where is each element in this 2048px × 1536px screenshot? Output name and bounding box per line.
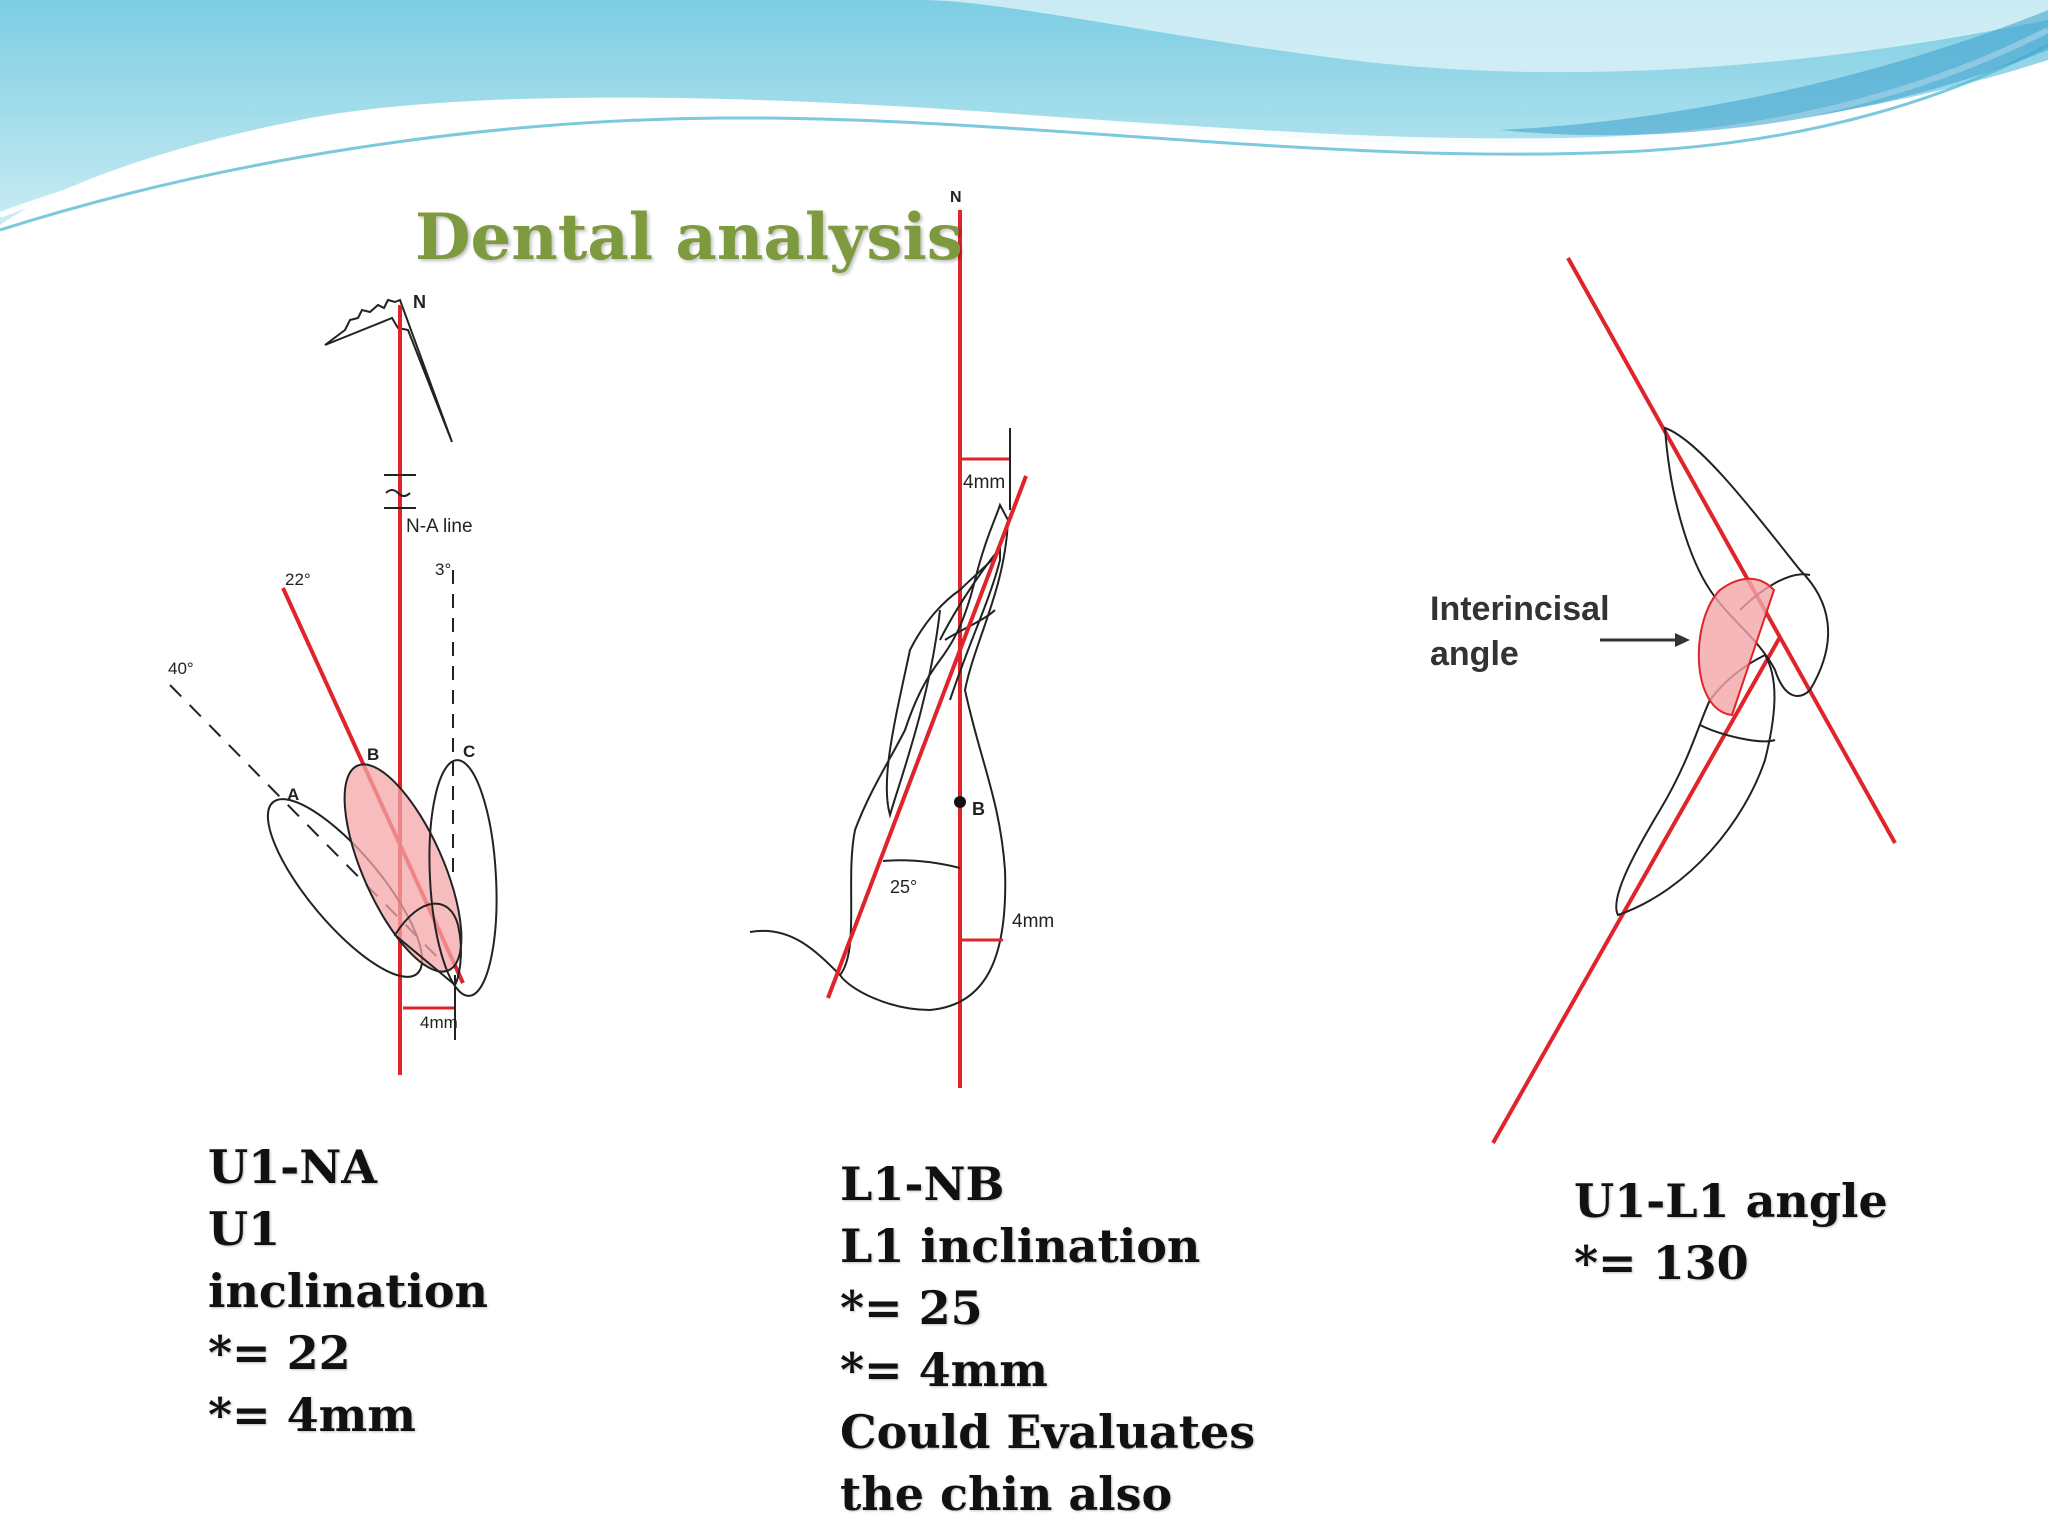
caption-l1-nb: L1-NB L1 inclination *= 25 *= 4mm Could … xyxy=(840,1153,1255,1525)
caption-line: *= 22 xyxy=(208,1326,351,1380)
label-40-degree: 40° xyxy=(168,659,194,678)
l1-axis-line xyxy=(1491,636,1782,1144)
caption-line: *= 4mm xyxy=(840,1343,1048,1397)
label-25-degree: 25° xyxy=(890,877,917,897)
caption-line: Could Evaluates xyxy=(840,1405,1256,1459)
label-n2: N xyxy=(950,189,962,206)
l1-axis-line xyxy=(826,475,1028,999)
caption-line: L1-NB xyxy=(840,1157,1005,1211)
interincisal-angle-fill xyxy=(1697,577,1776,717)
caption-line: *= 4mm xyxy=(208,1388,416,1442)
label-c: C xyxy=(463,742,475,761)
caption-line: U1-NA xyxy=(208,1140,377,1194)
header-wave xyxy=(0,0,2048,232)
chin-outline xyxy=(749,502,1010,1012)
caption-line: U1-L1 angle xyxy=(1574,1174,1888,1228)
u1-axis-line xyxy=(1566,257,1897,844)
upper-incisor xyxy=(1663,426,1830,697)
tooth-b xyxy=(343,763,463,973)
caption-line: *= 130 xyxy=(1574,1236,1749,1290)
label-4mm-bottom: 4mm xyxy=(1012,911,1054,932)
caption-line: inclination xyxy=(208,1264,488,1318)
figure-l1-nb: N 4mm B 25° 4mm xyxy=(749,189,1054,1088)
label-4mm-top: 4mm xyxy=(963,472,1005,493)
tooth-c xyxy=(428,759,498,997)
line-40-degree xyxy=(169,684,446,966)
caption-line: U1 xyxy=(208,1202,281,1256)
caption-line: L1 inclination xyxy=(840,1219,1201,1273)
caption-u1-l1: U1-L1 angle *= 130 xyxy=(1574,1170,1888,1294)
label-n: N xyxy=(413,292,426,312)
nasal-outline xyxy=(324,298,453,443)
label-4mm: 4mm xyxy=(420,1013,458,1032)
label-3-degree: 3° xyxy=(435,560,451,579)
label-b: B xyxy=(367,745,379,764)
label-a: A xyxy=(287,785,299,804)
label-interincisal-2: angle xyxy=(1430,635,1519,673)
figure-u1-na: N N-A line 22° 3° 40° A B C 4mm xyxy=(168,292,498,1075)
caption-line: *= 25 xyxy=(840,1281,983,1335)
figure-u1-l1: Interincisal angle xyxy=(1430,257,1897,1144)
lower-incisor xyxy=(885,547,1001,819)
label-na-line: N-A line xyxy=(406,516,473,537)
point-b xyxy=(954,796,966,808)
label-interincisal-1: Interincisal xyxy=(1430,590,1610,628)
angle-25-arc xyxy=(882,859,961,869)
label-22-degree: 22° xyxy=(285,570,311,589)
slide-title: Dental analysis xyxy=(415,200,963,275)
caption-line: the chin also xyxy=(840,1467,1173,1521)
caption-u1-na: U1-NA U1 inclination *= 22 *= 4mm xyxy=(208,1136,488,1446)
label-b2: B xyxy=(972,799,985,819)
